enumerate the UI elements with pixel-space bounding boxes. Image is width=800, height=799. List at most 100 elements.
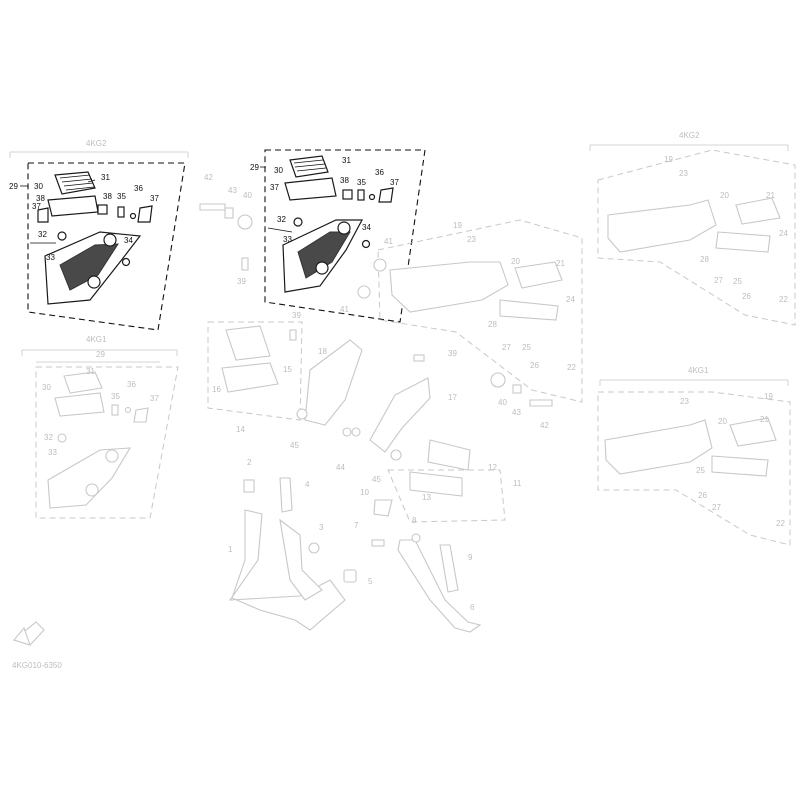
callout-25: 25 <box>733 277 742 286</box>
bolt-32 <box>293 217 303 227</box>
pin-38 <box>342 189 353 200</box>
callout-43: 43 <box>228 186 237 195</box>
callout-20: 20 <box>718 417 727 426</box>
callout-19: 19 <box>664 155 673 164</box>
callout-13: 13 <box>422 493 431 502</box>
ball-36 <box>368 193 376 201</box>
group-top-right-4kg2: 4KG2 19 23 20 21 24 28 27 25 26 22 <box>589 131 796 326</box>
callout-29: 29 <box>96 350 105 359</box>
spring-35 <box>357 189 365 201</box>
spring-4 <box>279 477 293 513</box>
callout-30: 30 <box>34 182 43 191</box>
callout-27: 27 <box>714 276 723 285</box>
callout-29: 29 <box>250 163 259 172</box>
callout-19: 19 <box>453 221 462 230</box>
callout-4: 4 <box>305 480 310 489</box>
callout-6: 6 <box>470 603 475 612</box>
footpeg-16 <box>221 362 279 393</box>
bolt-39 <box>241 257 249 271</box>
group-label-4kg2-right: 4KG2 <box>679 131 700 140</box>
footrest-bracket <box>44 231 142 305</box>
bracket-18 <box>304 339 363 426</box>
callout-39b: 39 <box>292 311 301 320</box>
callout-40: 40 <box>243 191 252 200</box>
callout-22: 22 <box>776 519 785 528</box>
plate-37 <box>137 205 153 223</box>
footpeg-13 <box>409 471 463 497</box>
callout-17: 17 <box>448 393 457 402</box>
callout-29: 29 <box>9 182 18 191</box>
side-stand <box>397 539 482 633</box>
callout-35: 35 <box>111 392 120 401</box>
callout-24: 24 <box>566 295 575 304</box>
callout-28: 28 <box>700 255 709 264</box>
callout-9: 9 <box>468 553 473 562</box>
footpeg-rubber-12 <box>427 439 471 471</box>
callout-12: 12 <box>488 463 497 472</box>
callout-20: 20 <box>511 257 520 266</box>
assembly-boundary <box>597 149 796 326</box>
group-top-center: 29 31 30 37 38 35 36 37 32 33 34 <box>250 149 426 323</box>
assembly-boundary <box>27 162 186 331</box>
footpeg-rubber <box>54 171 96 195</box>
switch-10 <box>373 499 393 517</box>
bolt-42b <box>529 399 553 407</box>
callout-34: 34 <box>362 223 371 232</box>
callout-21: 21 <box>766 191 775 200</box>
bracket-17 <box>369 377 431 453</box>
collar-43 <box>224 207 234 219</box>
callout-33: 33 <box>46 253 55 262</box>
callout-37b: 37 <box>32 202 41 211</box>
callout-19: 19 <box>764 392 773 401</box>
nut-34 <box>361 239 371 249</box>
assembly-boundary <box>377 219 583 403</box>
callout-27: 27 <box>502 343 511 352</box>
footpeg-rubber-21 <box>735 197 781 225</box>
bolt-39c <box>413 354 425 362</box>
callout-37: 37 <box>150 194 159 203</box>
callout-35: 35 <box>117 192 126 201</box>
assembly-boundary <box>387 469 506 523</box>
callout-32: 32 <box>277 215 286 224</box>
ball-36 <box>124 406 132 414</box>
bracket-19 <box>604 419 713 475</box>
footpeg-bar <box>47 195 99 217</box>
callout-26: 26 <box>530 361 539 370</box>
callout-32: 32 <box>38 230 47 239</box>
callout-45: 45 <box>290 441 299 450</box>
callout-23: 23 <box>679 169 688 178</box>
footpeg-rubber <box>289 155 329 178</box>
callout-21: 21 <box>760 415 769 424</box>
bolt-7 <box>371 539 385 547</box>
plate-37 <box>133 407 149 423</box>
callout-31: 31 <box>101 173 110 182</box>
footpeg-rubber <box>63 371 103 394</box>
callout-27: 27 <box>712 503 721 512</box>
footpeg-rubber-21 <box>514 261 563 289</box>
footpeg-rubber-21 <box>729 417 777 447</box>
callout-45b: 45 <box>372 475 381 484</box>
callout-37: 37 <box>150 394 159 403</box>
footrest-bracket <box>282 219 363 293</box>
callout-22: 22 <box>779 295 788 304</box>
footpeg-20 <box>499 299 559 321</box>
callout-40b: 40 <box>498 398 507 407</box>
callout-2: 2 <box>247 458 252 467</box>
callout-20: 20 <box>720 191 729 200</box>
callout-18: 18 <box>318 347 327 356</box>
callout-39: 39 <box>237 277 246 286</box>
callout-35: 35 <box>357 178 366 187</box>
washer-45b <box>390 449 402 461</box>
callout-21: 21 <box>556 259 565 268</box>
callout-8: 8 <box>412 516 417 525</box>
bush-40b <box>490 372 506 388</box>
callout-44: 44 <box>336 463 345 472</box>
callout-11: 11 <box>513 479 522 488</box>
callout-37: 37 <box>270 183 279 192</box>
callout-3: 3 <box>319 523 324 532</box>
callout-25: 25 <box>522 343 531 352</box>
collar-3 <box>308 542 320 554</box>
group-top-left-4kg2: 4KG2 29 31 30 38 38 35 36 <box>9 139 189 331</box>
callout-25: 25 <box>696 466 705 475</box>
